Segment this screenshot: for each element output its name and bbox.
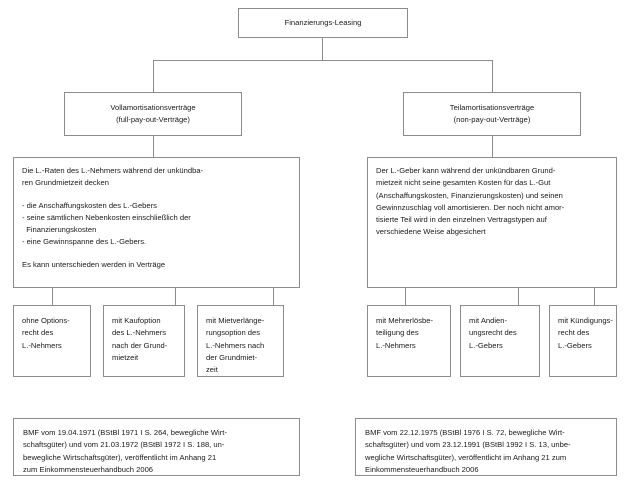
leaf-line-4: mietzeit [112, 352, 139, 362]
description-line-6: verschiedene Weise abgesichert [376, 227, 486, 237]
leaf-line-1: mit Kündigungs- [558, 316, 613, 325]
description-spacer-2 [22, 249, 291, 259]
connector-left-leaf-3 [273, 288, 274, 305]
node-mit-kaufoption[interactable]: mit Kaufoption des L.-Nehmers nach der G… [103, 305, 185, 377]
connector-bus-drop-left [153, 60, 154, 92]
leaf-line-2: rungsoption des [206, 328, 261, 338]
description-line-4: - die Anschaffungskosten des L.-Gebers [22, 200, 157, 210]
leaf-line-2: ungsrecht des [469, 328, 517, 338]
leaf-line-1: mit Mehrerlösbe- [376, 316, 433, 325]
description-line-9: Es kann unterschieden werden in Verträge [22, 259, 166, 269]
description-line-1: Der L.-Geber kann während der unkündbare… [376, 166, 556, 175]
leaf-line-4: der Grundmiet- [206, 352, 258, 362]
description-spacer-1 [22, 190, 291, 200]
leaf-line-3: L.-Gebers [469, 340, 503, 350]
node-vollamortisation-footnote[interactable]: BMF vom 19.04.1971 (BStBl 1971 I S. 264,… [13, 418, 300, 476]
leaf-line-3: L.-Nehmers nach [206, 340, 265, 350]
leaf-line-1: mit Mietverlänge- [206, 316, 265, 325]
connector-root-stem [322, 38, 323, 60]
node-mit-kuendigungsrecht[interactable]: mit Kündigungs- recht des L.-Gebers [549, 305, 617, 377]
footnote-line-1: BMF vom 22.12.1975 (BStBl 1976 I S. 72, … [365, 428, 565, 437]
leaf-line-1: ohne Options- [22, 316, 70, 325]
node-mit-mietverlaengerungsoption[interactable]: mit Mietverlänge- rungsoption des L.-Neh… [197, 305, 284, 377]
footnote-line-2: schaftsgüter) und vom 23.12.1991 (BStBl … [365, 440, 571, 450]
connector-left-leaf-1 [52, 288, 53, 305]
node-vollamortisationsvertraege[interactable]: Vollamortisationsverträge (full-pay-out-… [64, 92, 242, 136]
footnote-line-1: BMF vom 19.04.1971 (BStBl 1971 I S. 264,… [23, 428, 227, 437]
node-teilamortisation-heading-line1: Teilamortisationsverträge [449, 102, 535, 112]
leaf-line-3: L.-Gebers [558, 340, 592, 350]
node-root-label: Finanzierungs-Leasing [284, 17, 362, 27]
footnote-line-4: Einkommensteuerhandbuch 2006 [365, 464, 479, 474]
footnote-line-3: bewegliche Wirtschaftsgüter), veröffentl… [23, 452, 217, 462]
node-ohne-optionsrecht[interactable]: ohne Options- recht des L.-Nehmers [13, 305, 91, 377]
node-vollamortisation-description[interactable]: Die L.-Raten des L.-Nehmers während der … [13, 157, 300, 288]
leaf-line-2: recht des [558, 328, 590, 338]
description-line-2: ren Grundmietzeit decken [22, 178, 109, 188]
description-line-2: mietzeit nicht seine gesamten Kosten für… [376, 178, 551, 188]
node-finanzierungs-leasing[interactable]: Finanzierungs-Leasing [238, 8, 408, 38]
description-line-5: - seine sämtlichen Nebenkosten einschlie… [22, 212, 191, 222]
connector-right-leaf-1 [405, 288, 406, 305]
description-line-6: Finanzierungskosten [22, 225, 97, 235]
node-teilamortisation-description[interactable]: Der L.-Geber kann während der unkündbare… [367, 157, 617, 288]
node-teilamortisation-footnote[interactable]: BMF vom 22.12.1975 (BStBl 1976 I S. 72, … [355, 418, 617, 476]
connector-vollamortisation-to-description [153, 136, 154, 157]
description-line-4: Gewinnzuschlag voll amortisieren. Der no… [376, 202, 565, 212]
node-teilamortisation-heading-line2: (non-pay-out-Verträge) [453, 115, 531, 124]
node-mit-mehrerloesbeteiligung[interactable]: mit Mehrerlösbe- teiligung des L.-Nehmer… [367, 305, 451, 377]
node-teilamortisationsvertraege[interactable]: Teilamortisationsverträge (non-pay-out-V… [403, 92, 581, 136]
description-line-7: - eine Gewinnspanne des L.-Gebers. [22, 237, 147, 247]
footnote-line-2: schaftsgüter) und vom 21.03.1972 (BStBl … [23, 440, 225, 450]
leaf-line-3: nach der Grund- [112, 340, 168, 350]
connector-teilamortisation-to-description [492, 136, 493, 157]
connector-right-leaf-2 [518, 288, 519, 305]
footnote-line-4: zum Einkommensteuerhandbuch 2006 [23, 464, 154, 474]
leaf-line-1: mit Andien- [469, 316, 507, 325]
node-mit-andienungsrecht[interactable]: mit Andien- ungsrecht des L.-Gebers [460, 305, 540, 377]
footnote-line-3: wegliche Wirtschaftsgüter), veröffentlic… [365, 452, 567, 462]
leaf-line-2: des L.-Nehmers [112, 328, 167, 338]
leaf-line-2: recht des [22, 328, 54, 338]
connector-left-leaf-2 [175, 288, 176, 305]
leaf-line-2: teiligung des [376, 328, 419, 338]
leaf-line-3: L.-Nehmers [376, 340, 416, 350]
leaf-line-5: zeit [206, 365, 218, 375]
connector-root-bus [153, 60, 493, 61]
description-line-1: Die L.-Raten des L.-Nehmers während der … [22, 166, 204, 175]
connector-right-leaf-3 [594, 288, 595, 305]
leaf-line-3: L.-Nehmers [22, 340, 62, 350]
node-vollamortisation-heading-line2: (full-pay-out-Verträge) [116, 115, 190, 124]
description-line-3: (Anschaffungskosten, Finanzierungskosten… [376, 190, 563, 200]
leaf-line-1: mit Kaufoption [112, 316, 161, 325]
connector-bus-drop-right [492, 60, 493, 92]
node-vollamortisation-heading-line1: Vollamortisationsverträge [110, 102, 196, 112]
description-line-5: tisierte Teil wird in den einzelnen Vert… [376, 215, 547, 225]
